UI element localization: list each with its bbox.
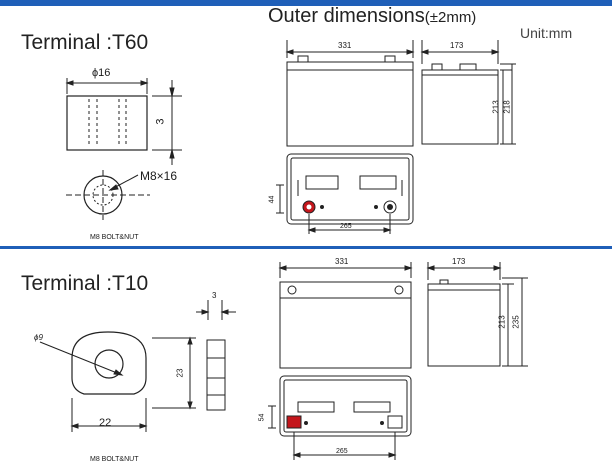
- tolerance-label: (±2mm): [424, 9, 477, 26]
- t60-front-view: [285, 40, 415, 147]
- t60-battery-top-view: [276, 153, 414, 234]
- t10-width-label: 22: [99, 417, 112, 429]
- t10-side-height-2: 235: [511, 315, 521, 329]
- t10-front-view: [278, 262, 413, 369]
- t10-terminal-front-view: [39, 331, 196, 432]
- t10-thickness-label: 3: [212, 291, 217, 300]
- terminal-title-t10: Terminal :T10: [21, 272, 149, 295]
- section-divider: [0, 246, 612, 249]
- t60-side-height-2: 218: [502, 100, 512, 114]
- t60-terminal-top-view: [66, 170, 150, 220]
- t60-terminal-side-view: [65, 78, 182, 165]
- t60-terminal-spacing-label: 265: [340, 223, 352, 230]
- t60-bolt-size-label: M8×16: [140, 169, 178, 183]
- unit-label: Unit:mm: [520, 25, 573, 41]
- t10-height-label: 23: [175, 368, 185, 378]
- t10-front-length-label: 331: [335, 257, 349, 266]
- terminal-title-t60: Terminal :T60: [21, 31, 149, 54]
- outer-dimensions-title: Outer dimensions(±2mm): [268, 6, 476, 26]
- t60-bolt-caption: M8 BOLT&NUT: [90, 234, 139, 241]
- outer-dimensions-label: Outer dimensions: [268, 5, 425, 27]
- t60-terminal-height-label: 44: [268, 195, 276, 204]
- t60-front-length-label: 331: [338, 41, 352, 50]
- t10-battery-top-view: [268, 375, 412, 460]
- top-accent-bar: [0, 0, 612, 6]
- t10-diameter-label: ϕ9: [34, 333, 43, 342]
- t60-side-width-label: 173: [450, 41, 464, 50]
- t10-side-height-1: 213: [497, 315, 507, 329]
- t10-terminal-spacing-label: 265: [336, 448, 348, 455]
- t60-height-label: 3: [154, 118, 167, 125]
- t10-bolt-caption: M8 BOLT&NUT: [90, 456, 139, 463]
- t60-side-height-1: 213: [491, 100, 501, 114]
- t10-terminal-side-view: [196, 300, 236, 411]
- t10-side-view: [426, 262, 528, 367]
- t60-side-view: [420, 40, 516, 145]
- t60-diameter-label: ϕ16: [92, 67, 111, 79]
- t10-terminal-height-label: 54: [258, 413, 266, 422]
- t10-side-width-label: 173: [452, 257, 466, 266]
